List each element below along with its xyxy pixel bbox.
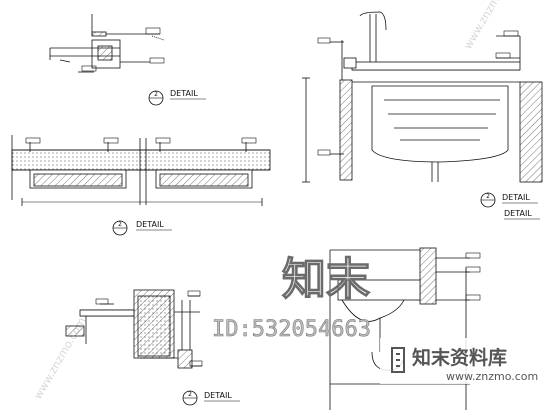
detail-2-title: DETAIL: [136, 220, 164, 229]
watermark-logo: 知末: [282, 254, 370, 305]
diagonal-watermark-text: www.znzmo.com: [461, 0, 518, 51]
detail-3a-title: DETAIL: [502, 193, 530, 202]
logo-mark-icon: [391, 347, 405, 373]
watermark-banner-text: 知末资料库: [412, 346, 507, 369]
detail-1-bubble: 2 DETAIL: [148, 89, 206, 106]
detail-3-bubble-a: 2 DETAIL: [480, 192, 538, 208]
detail-1-drawing: [49, 14, 165, 73]
watermark-id: ID:532054663: [212, 317, 371, 342]
watermark-banner: 知末资料库 www.znzmo.com: [380, 338, 560, 384]
detail-1-number: 2: [154, 91, 158, 98]
detail-4-number: 2: [188, 391, 192, 398]
detail-2-drawing: [11, 135, 271, 206]
detail-4-drawing: [65, 289, 203, 369]
diagonal-watermark-top: www.znzmo.com: [461, 0, 518, 51]
detail-3b-title: DETAIL: [504, 209, 532, 218]
watermark-site-text: www.znzmo.com: [446, 370, 538, 383]
detail-3-drawing: [302, 11, 543, 183]
detail-1-title: DETAIL: [170, 89, 198, 98]
detail-2-bubble: 2 DETAIL: [112, 220, 172, 236]
detail-4-bubble: 2 DETAIL: [182, 390, 240, 406]
detail-5-drawing: [329, 247, 481, 410]
detail-3a-number: 2: [486, 193, 490, 200]
detail-4-title: DETAIL: [204, 391, 232, 400]
detail-2-number: 2: [118, 221, 122, 228]
detail-3-bubble-b: DETAIL: [504, 209, 540, 220]
